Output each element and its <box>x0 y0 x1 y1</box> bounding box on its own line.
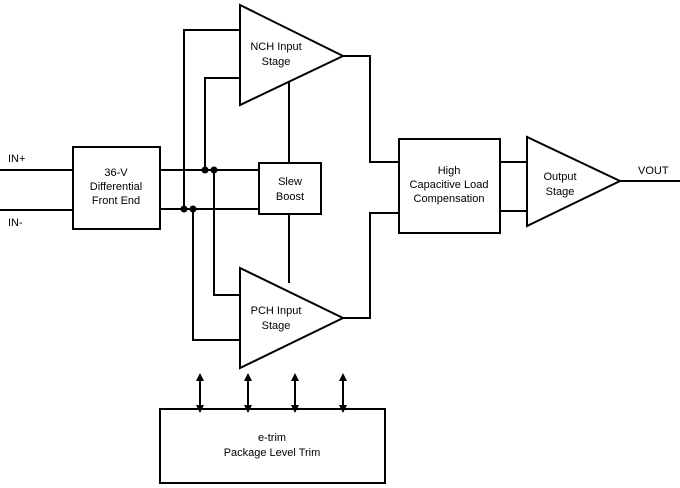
wires <box>0 29 680 341</box>
output-stage: Output Stage <box>526 135 623 228</box>
comp-label-2: Capacitive Load <box>410 179 489 191</box>
pch-top-feed <box>213 170 240 296</box>
front-end-block: 36-V Differential Front End <box>72 146 161 230</box>
nch-input-stage: NCH Input Stage <box>239 3 346 107</box>
trim-arrows <box>196 373 347 413</box>
pch-bottom-feed <box>192 209 240 341</box>
front-end-label-3: Front End <box>92 195 140 207</box>
front-end-label-1: 36-V <box>104 167 128 179</box>
nch-label-1: NCH Input <box>250 41 301 53</box>
nch-top-feed <box>183 29 240 209</box>
vout-label: VOUT <box>638 165 669 177</box>
slew-label-1: Slew <box>278 176 302 188</box>
junction-dot <box>180 205 188 213</box>
front-end-label-2: Differential <box>90 181 142 193</box>
in-plus-label: IN+ <box>8 153 25 165</box>
junction-dot <box>201 166 209 174</box>
in-minus-label: IN- <box>8 217 23 229</box>
junctions <box>180 166 218 213</box>
pch-label-1: PCH Input <box>251 305 302 317</box>
nch-out-wire <box>343 55 399 163</box>
nch-bottom-feed <box>204 77 240 170</box>
slew-boost-block: Slew Boost <box>258 162 322 215</box>
output-label-1: Output <box>543 171 576 183</box>
pch-input-stage: PCH Input Stage <box>239 266 346 370</box>
pch-label-2: Stage <box>262 320 291 332</box>
comp-label-3: Compensation <box>414 193 485 205</box>
etrim-label-2: Package Level Trim <box>224 447 321 459</box>
pch-out-wire <box>343 212 399 319</box>
junction-dot <box>210 166 218 174</box>
etrim-label-1: e-trim <box>258 432 286 444</box>
junction-dot <box>189 205 197 213</box>
comp-label-1: High <box>438 165 461 177</box>
slew-label-2: Boost <box>276 191 304 203</box>
output-label-2: Stage <box>546 186 575 198</box>
etrim-block: e-trim Package Level Trim <box>159 408 386 484</box>
compensation-block: High Capacitive Load Compensation <box>398 138 501 234</box>
nch-label-2: Stage <box>262 56 291 68</box>
